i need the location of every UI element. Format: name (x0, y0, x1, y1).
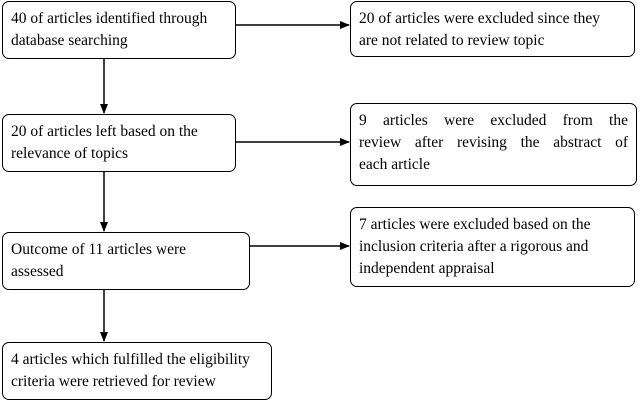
excluded-abstract-box: 9 articles were excluded from the review… (350, 103, 637, 186)
box-text-line: each article (359, 156, 430, 173)
box-text-line: 4 articles which fulfilled the eligibili… (11, 351, 250, 368)
box-text-line: are not related to review topic (359, 32, 545, 49)
excluded-unrelated-box: 20 of articles were excluded since they … (350, 1, 635, 57)
box-text-line: review after revising the abstract of (359, 134, 628, 151)
retrieved-box: 4 articles which fulfilled the eligibili… (2, 342, 272, 400)
identified-box: 40 of articles identified through databa… (2, 1, 236, 59)
box-text-line: criteria were retrieved for review (11, 373, 216, 390)
box-text-line: assessed (11, 263, 64, 280)
box-text-line: database searching (11, 32, 128, 49)
excluded-criteria-box: 7 articles were excluded based on the in… (350, 207, 635, 287)
box-text-line: 9 articles were excluded from the (359, 112, 628, 129)
box-text-line: 20 of articles were excluded since they (359, 10, 601, 27)
box-text-line: independent appraisal (359, 260, 495, 277)
box-text-line: 40 of articles identified through (11, 10, 208, 27)
relevance-box: 20 of articles left based on the relevan… (2, 114, 236, 172)
box-text-line: relevance of topics (11, 145, 129, 162)
box-text-line: inclusion criteria after a rigorous and (359, 238, 589, 255)
box-text-line: Outcome of 11 articles were (11, 241, 187, 258)
box-text-line: 20 of articles left based on the (11, 123, 198, 140)
assessed-box: Outcome of 11 articles were assessed (2, 232, 250, 290)
box-text-line: 7 articles were excluded based on the (359, 216, 591, 233)
